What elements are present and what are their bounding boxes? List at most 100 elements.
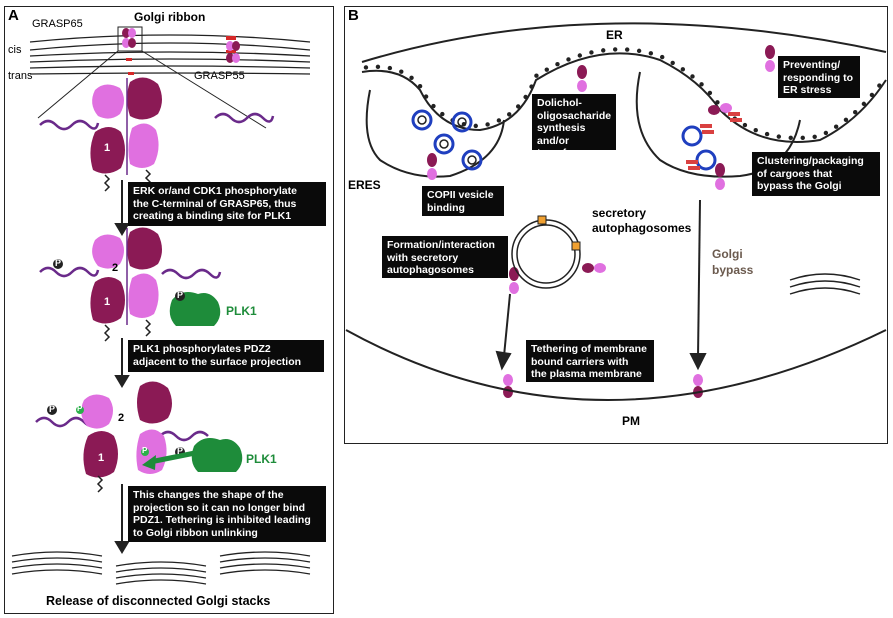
grasp-b-molecules xyxy=(427,45,775,398)
ribosome-dot xyxy=(566,57,571,62)
clustering-box: Clustering/packaging of cargoes that byp… xyxy=(752,152,880,196)
ribosome-dot xyxy=(715,100,720,105)
ribosome-dot xyxy=(534,73,539,78)
ribosome-dot xyxy=(823,130,829,136)
grasp65-dimer-3 xyxy=(35,381,243,493)
phospho-p-1: P xyxy=(55,258,62,268)
formation-box: Formation/interaction with secretory aut… xyxy=(382,236,508,278)
ribosome-dot xyxy=(800,135,805,141)
tethering-box: Tethering of membrane bound carriers wit… xyxy=(526,340,654,382)
grasp65-dimer-2 xyxy=(39,227,222,342)
ribosome-dot xyxy=(363,65,369,70)
plasma-membrane xyxy=(345,329,887,401)
pdz1-label-2: 1 xyxy=(104,296,111,308)
ribosome-dot xyxy=(601,48,606,53)
ribosome-dot xyxy=(680,67,686,72)
ribosome-dot xyxy=(648,51,654,56)
pm-label: PM xyxy=(622,414,640,428)
panel-a-flow-arrows xyxy=(114,180,130,554)
ribosome-dot xyxy=(485,122,490,127)
phospho-p-green-2: P xyxy=(142,446,148,455)
copii-vesicles xyxy=(411,109,717,171)
release-caption: Release of disconnected Golgi stacks xyxy=(46,594,271,608)
ribosome-dot xyxy=(753,128,758,133)
ribosome-dot xyxy=(507,112,512,117)
grasp65-label: GRASP65 xyxy=(32,18,83,30)
grasp55-ribbon-dots xyxy=(226,41,240,63)
ribosome-dot xyxy=(440,111,445,117)
cis-label: cis xyxy=(8,44,22,56)
ribosome-dot xyxy=(788,135,793,141)
phospho-p-4: P xyxy=(177,446,184,456)
er-label: ER xyxy=(606,28,623,42)
step3-box: This changes the shape of the projection… xyxy=(128,486,326,542)
zoom-line-right xyxy=(141,50,267,129)
ribosome-dot xyxy=(431,103,436,109)
ribosome-dot xyxy=(843,117,849,123)
ribosome-dot xyxy=(375,64,381,70)
step1-box: ERK or/and CDK1 phosphorylate the C-term… xyxy=(128,182,326,226)
ribosome-dot xyxy=(387,65,393,71)
ribosome-dot xyxy=(707,90,713,96)
ribosome-dot xyxy=(496,118,502,123)
ribosome-dot xyxy=(417,83,423,89)
ribosome-dot xyxy=(764,131,770,137)
ribosome-dot xyxy=(659,54,665,60)
eres-label: ERES xyxy=(348,178,381,192)
panel-b-golgi-stack xyxy=(789,273,861,295)
ribosome-dot xyxy=(555,62,560,67)
zoom-line-left xyxy=(37,50,119,119)
ribosome-dot xyxy=(877,83,882,88)
ribosome-dot xyxy=(473,123,478,129)
ribosome-dot xyxy=(589,50,594,55)
copii-inner xyxy=(417,115,477,165)
golgi-bypass-label: Golgi bypass xyxy=(712,247,754,277)
ribosome-dot xyxy=(861,101,867,107)
pdz2-label-3: 2 xyxy=(118,412,125,424)
ribosome-dot xyxy=(515,104,521,109)
ribosome-dot xyxy=(812,134,817,139)
pdz1-label-1: 1 xyxy=(104,142,111,154)
pdz2-label-1: 2 xyxy=(88,112,95,124)
secretory-autophagosomes-label: secretory autophagosomes xyxy=(592,206,692,235)
ribosome-dot xyxy=(409,75,414,81)
released-golgi-stacks xyxy=(11,551,311,585)
copii-binding-box: COPII vesicle binding xyxy=(422,186,504,216)
ribosome-dot xyxy=(690,74,695,79)
ribosome-dot xyxy=(833,124,839,129)
phospho-p-2: P xyxy=(177,290,184,300)
ribbon-link-markers xyxy=(126,36,236,75)
ribosome-dot xyxy=(577,53,583,58)
phospho-p-green-1: P xyxy=(77,404,83,413)
ribosome-dot xyxy=(523,94,528,100)
ribosome-dot xyxy=(853,109,858,115)
dolichol-box: Dolichol- oligosacharide synthesis and/o… xyxy=(532,94,616,159)
ribosome-dot xyxy=(670,60,675,66)
ribosome-dot xyxy=(544,67,549,72)
ribosome-dot xyxy=(742,122,748,128)
ribosome-dot xyxy=(624,47,630,52)
zoom-box xyxy=(117,26,143,52)
panel-b-letter: B xyxy=(348,7,359,24)
ribosome-dot xyxy=(699,82,704,87)
golgi-ribbon-stack xyxy=(29,34,311,75)
phospho-p-3: P xyxy=(49,404,56,414)
ribosome-dot xyxy=(612,47,618,52)
trans-label: trans xyxy=(8,70,33,82)
ribosome-dot xyxy=(776,134,782,139)
ribosome-dot xyxy=(399,69,404,74)
panel-b-arrows xyxy=(495,199,707,371)
golgi-bypass-cargoes xyxy=(686,112,742,170)
ribosome-dot xyxy=(423,94,429,99)
panel-a-letter: A xyxy=(8,7,19,24)
secretory-autophagosome xyxy=(511,215,581,289)
step2-box: PLK1 phosphorylates PDZ2 adjacent to the… xyxy=(128,340,324,372)
golgi-ribbon-title: Golgi ribbon xyxy=(134,10,206,24)
ribosome-dot xyxy=(869,92,875,98)
ribosome-dot xyxy=(529,84,534,89)
er-stress-box: Preventing/ responding to ER stress xyxy=(778,56,860,98)
grasp65-dimer-1 xyxy=(39,77,275,192)
pdz1-label-3: 1 xyxy=(98,452,105,464)
